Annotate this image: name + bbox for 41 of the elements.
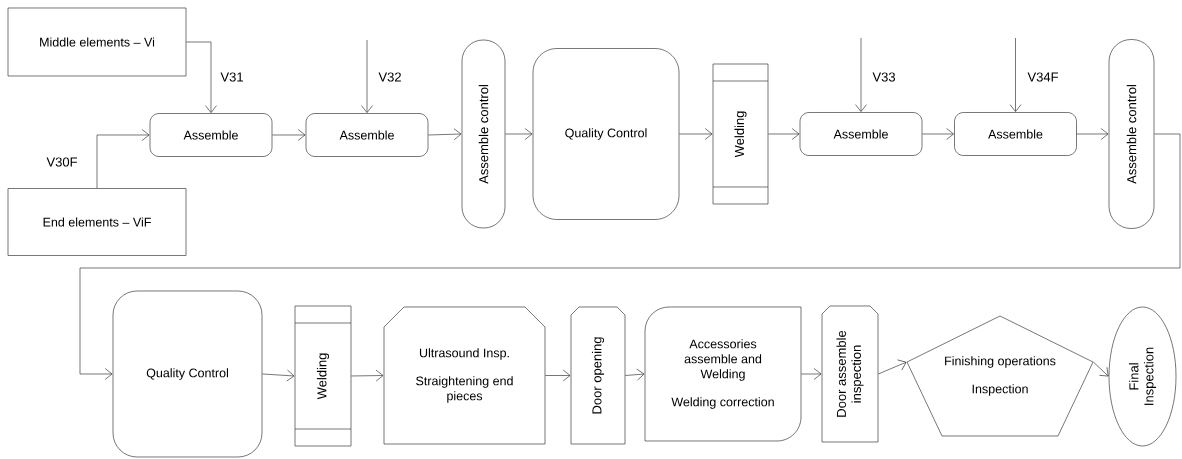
welding-box: Welding	[294, 305, 352, 447]
process-box: Quality Control	[532, 48, 680, 220]
operation-box: Accessories assemble and Welding Welding correction	[644, 306, 802, 442]
edge-label: V30F	[46, 157, 77, 167]
arrow	[1076, 128, 1109, 140]
process-box: Assemble	[799, 112, 923, 156]
arrow	[272, 129, 306, 141]
arrow	[351, 369, 384, 382]
operation-box: Door assemble inspection	[821, 305, 879, 443]
source-box: End elements – ViF	[7, 188, 187, 256]
arrow	[545, 369, 571, 382]
edge-label: V31	[220, 72, 243, 82]
arrow	[262, 369, 295, 382]
welding-box: Welding	[712, 63, 769, 205]
arrow	[855, 37, 867, 112]
arrow	[79, 133, 1181, 380]
arrow	[878, 359, 907, 375]
edge-label: V34F	[1027, 72, 1058, 82]
arrow	[768, 128, 800, 140]
operation-box: Ultrasound Insp. Straightening end pieces	[383, 306, 546, 445]
edge-label: V32	[378, 72, 401, 82]
process-box: Assemble	[954, 112, 1077, 156]
source-box: Middle elements – Vi	[7, 7, 187, 77]
operation-box: Door opening	[570, 306, 626, 445]
process-box: Assemble	[305, 113, 429, 157]
arrow	[505, 128, 533, 140]
process-box: Quality Control	[112, 290, 263, 458]
process-box: Assemble	[149, 113, 273, 157]
arrow	[186, 41, 217, 113]
arrow	[922, 128, 954, 140]
edge-label: V33	[872, 72, 895, 82]
arrow	[428, 128, 462, 141]
arrow	[1009, 37, 1022, 112]
arrow	[1093, 361, 1109, 377]
arrow	[96, 129, 150, 189]
arrow	[625, 368, 645, 381]
ellipse-node: Final Inspection	[1108, 306, 1177, 447]
arrow	[361, 39, 373, 113]
pentagon-box: Finishing operations Inspection	[906, 315, 1094, 437]
arrow	[679, 128, 713, 140]
arrow	[801, 368, 822, 380]
